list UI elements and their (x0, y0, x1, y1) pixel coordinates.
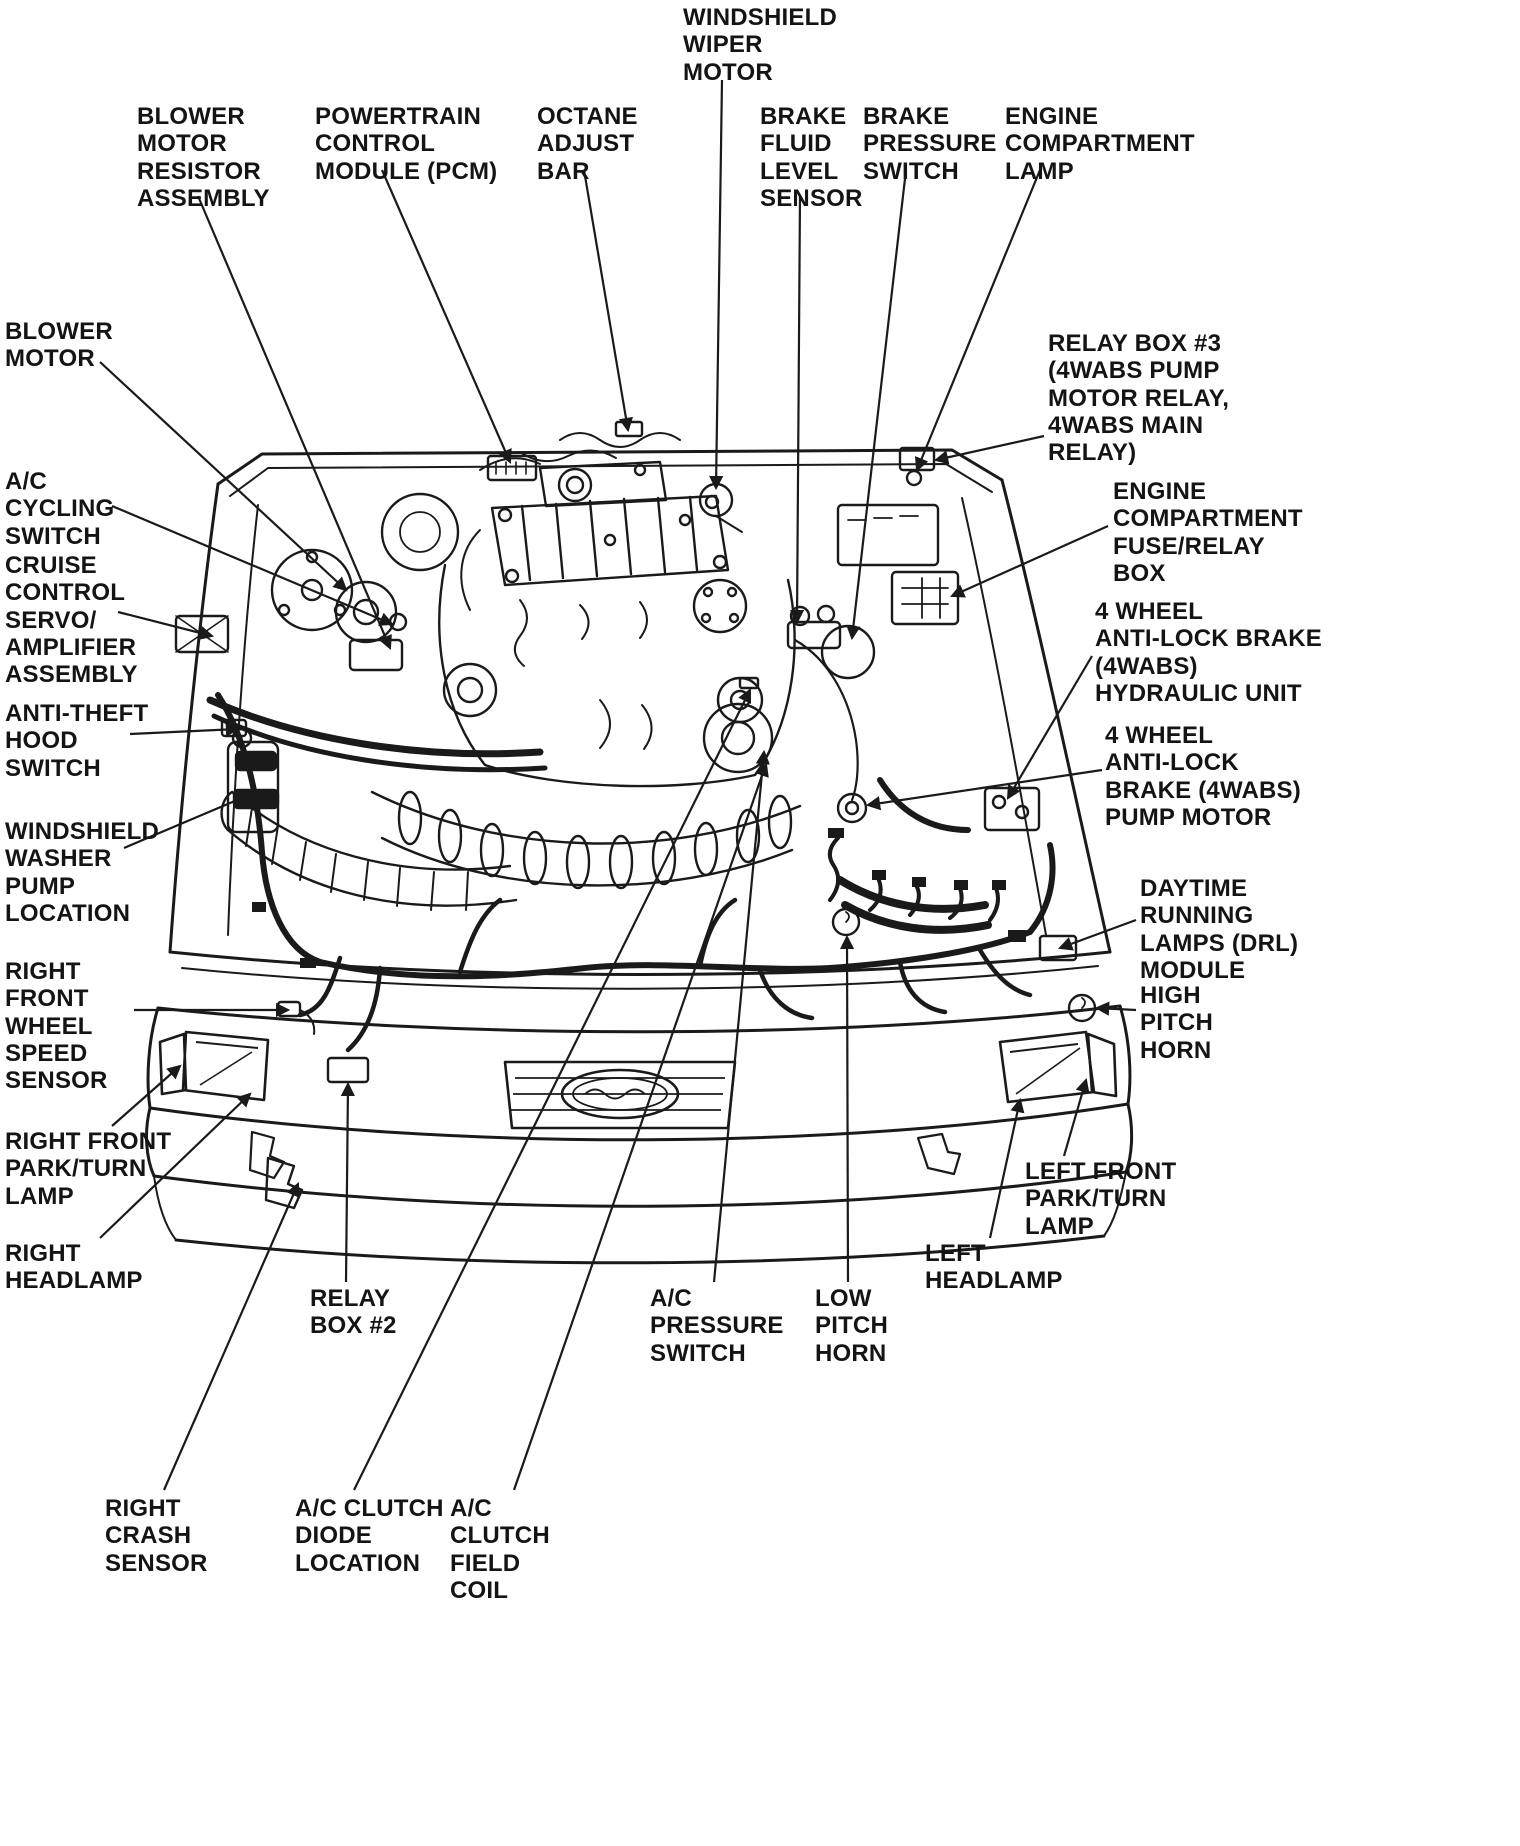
leader-washer-pump (123, 790, 258, 850)
label-blower-motor-resistor-assembly: BLOWER MOTOR RESISTOR ASSEMBLY (137, 103, 270, 213)
front-fascia-lamps (158, 1030, 1118, 1180)
wiring-harness (206, 692, 1056, 1053)
label-ac-pressure-switch: A/C PRESSURE SWITCH (650, 1285, 784, 1367)
leader-ac-clutch-field-coil (512, 761, 769, 1491)
ac-diode-shape (738, 676, 760, 690)
leader-brake-fluid-sensor (789, 195, 805, 625)
leader-ac-pressure-switch (712, 749, 770, 1283)
leader-windshield-wiper-motor (709, 79, 724, 491)
leader-left-headlamp (988, 1097, 1025, 1239)
label-right-front-wheel-speed-sensor: RIGHT FRONT WHEEL SPEED SENSOR (5, 958, 108, 1095)
label-ac-cycling-switch: A/C CYCLING SWITCH (5, 468, 115, 550)
master-cylinder-shape (786, 620, 842, 650)
label-high-pitch-horn: HIGH PITCH HORN (1140, 982, 1213, 1064)
label-octane-adjust-bar: OCTANE ADJUST BAR (537, 103, 638, 185)
label-brake-fluid-level-sensor: BRAKE FLUID LEVEL SENSOR (760, 103, 863, 213)
ac-cycling-switch-shape (388, 612, 408, 632)
label-cruise-control-servo-amplifier-assembly: CRUISE CONTROL SERVO/ AMPLIFIER ASSEMBLY (5, 552, 138, 689)
leader-low-pitch-horn (839, 934, 855, 1283)
label-four-wheel-abs-hydraulic-unit: 4 WHEEL ANTI-LOCK BRAKE (4WABS) HYDRAULI… (1095, 598, 1322, 708)
leader-right-park-turn-lamp (111, 1064, 182, 1127)
ac-compressor-shape (702, 702, 774, 774)
relay-box-2-shape (326, 1056, 370, 1084)
label-daytime-running-lamps-module: DAYTIME RUNNING LAMPS (DRL) MODULE (1140, 875, 1299, 985)
octane-bar-shape (614, 420, 644, 438)
fuse-relay-box-shape (890, 570, 960, 626)
label-relay-box-2: RELAY BOX #2 (310, 1285, 397, 1340)
leader-ac-clutch-diode (353, 688, 752, 1491)
leader-fuse-relay-box (950, 524, 1109, 598)
right-park-turn-lamp-shape (158, 1032, 188, 1096)
label-low-pitch-horn: LOW PITCH HORN (815, 1285, 888, 1367)
crash-sensor-shape (264, 1156, 304, 1210)
washer-reservoir-shape (226, 740, 280, 834)
leader-abs-hydraulic-unit (1006, 655, 1093, 800)
leader-right-headlamp (99, 1092, 252, 1239)
leader-abs-pump-motor (865, 768, 1103, 811)
leader-anti-theft-hood-switch (129, 722, 241, 737)
left-headlamp-shape (998, 1030, 1096, 1104)
drl-module-shape (1038, 934, 1078, 962)
label-four-wheel-abs-pump-motor: 4 WHEEL ANTI-LOCK BRAKE (4WABS) PUMP MOT… (1105, 722, 1301, 832)
label-engine-compartment-fuse-relay-box: ENGINE COMPARTMENT FUSE/RELAY BOX (1113, 478, 1303, 588)
ford-oval (560, 1068, 680, 1120)
leader-octane-adjust-bar (582, 169, 634, 433)
leader-brake-pressure-switch (846, 169, 908, 641)
leader-relay-box-2 (340, 1081, 356, 1283)
label-ac-clutch-field-coil: A/C CLUTCH FIELD COIL (450, 1495, 550, 1605)
leader-lines (99, 79, 1137, 1491)
brake-booster-shape (820, 624, 876, 680)
label-right-front-park-turn-lamp: RIGHT FRONT PARK/TURN LAMP (5, 1128, 172, 1210)
pcm-shape (486, 454, 538, 482)
label-ac-clutch-diode-location: A/C CLUTCH DIODE LOCATION (295, 1495, 444, 1577)
leader-high-pitch-horn (1094, 1001, 1137, 1016)
label-anti-theft-hood-switch: ANTI-THEFT HOOD SWITCH (5, 700, 149, 782)
leader-cruise-control-servo (117, 610, 215, 640)
label-windshield-wiper-motor: WINDSHIELD WIPER MOTOR (683, 4, 837, 86)
label-left-headlamp: LEFT HEADLAMP (925, 1240, 1063, 1295)
label-right-crash-sensor: RIGHT CRASH SENSOR (105, 1495, 208, 1577)
blower-resistor-shape (348, 638, 404, 672)
leader-pcm (380, 169, 512, 464)
vehicle-body-outline (145, 448, 1134, 1265)
left-park-turn-lamp-shape (1086, 1032, 1118, 1098)
label-windshield-washer-pump-location: WINDSHIELD WASHER PUMP LOCATION (5, 818, 159, 928)
label-blower-motor: BLOWER MOTOR (5, 318, 113, 373)
leader-drl-module (1057, 918, 1137, 951)
label-brake-pressure-switch: BRAKE PRESSURE SWITCH (863, 103, 997, 185)
left-bumper-bracket (916, 1132, 962, 1176)
leader-relay-box-3 (933, 434, 1045, 465)
label-powertrain-control-module: POWERTRAIN CONTROL MODULE (PCM) (315, 103, 498, 185)
leader-blower-motor-resistor (196, 195, 392, 650)
leader-engine-compartment-lamp (914, 169, 1042, 472)
engine-assembly (220, 432, 802, 911)
label-left-front-park-turn-lamp: LEFT FRONT PARK/TURN LAMP (1025, 1158, 1177, 1240)
engine-lamp-shape (905, 469, 923, 487)
leader-blower-motor (99, 361, 348, 592)
leader-right-crash-sensor (162, 1182, 300, 1491)
abs-hydraulic-unit-shape (983, 786, 1041, 832)
leader-ac-cycling-switch (111, 504, 394, 626)
right-headlamp-shape (181, 1030, 270, 1102)
cruise-servo-shape (174, 614, 230, 654)
leader-left-park-turn-lamp (1062, 1077, 1090, 1157)
label-right-headlamp: RIGHT HEADLAMP (5, 1240, 143, 1295)
blower-motor-shape (334, 580, 398, 644)
label-relay-box-3: RELAY BOX #3 (4WABS PUMP MOTOR RELAY, 4W… (1048, 330, 1230, 467)
label-engine-compartment-lamp: ENGINE COMPARTMENT LAMP (1005, 103, 1195, 185)
